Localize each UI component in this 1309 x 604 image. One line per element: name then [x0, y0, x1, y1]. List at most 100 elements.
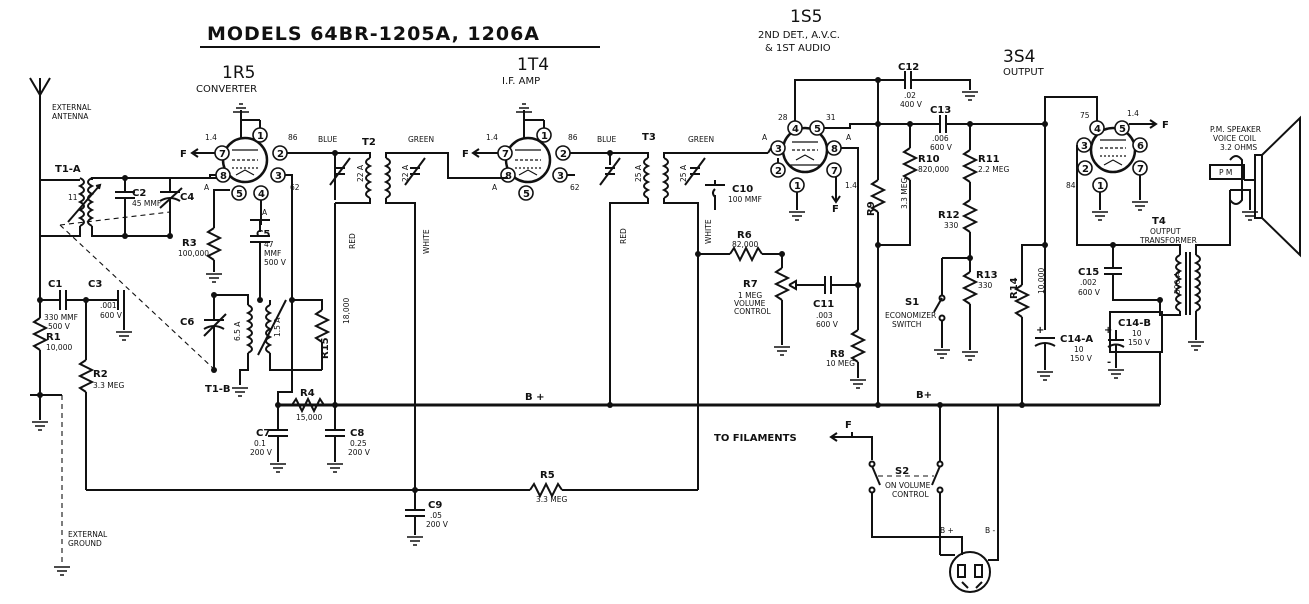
s2-line-2: CONTROL [892, 490, 929, 499]
v4-pin-annot-1: 75 [1080, 111, 1090, 120]
v1-pin-annot-3: 62 [290, 183, 300, 192]
speaker-line-3: 3.2 OHMS [1220, 143, 1257, 152]
resistor-r1: R1 10,000 [30, 300, 72, 431]
v1-filament-label: F [180, 149, 187, 160]
c12-value-2: 400 V [900, 100, 923, 109]
c12-label: C12 [898, 62, 919, 73]
v3-name: 1S5 [790, 7, 822, 27]
c14b-plus: + [1104, 325, 1112, 336]
battery-plug: B + B - [940, 405, 999, 593]
r10-value: 820,000 [918, 165, 949, 174]
t1b-coil-2: 1.5 A [273, 317, 282, 337]
v4-pin-4: 4 [1089, 120, 1105, 136]
c14a-plus: + [1036, 325, 1044, 336]
v3-pin-3: 3 [770, 140, 786, 156]
t4-value: 500 A [1173, 271, 1182, 294]
capacitor-c4: C4 [125, 177, 223, 236]
c14b-label: C14-B [1118, 318, 1151, 329]
v2-plate-wire [570, 152, 611, 165]
resistor-r12: R12 330 [938, 199, 979, 258]
capacitor-c7: C7 0.1 200 V [250, 405, 288, 473]
antenna-label-2: ANTENNA [52, 112, 89, 121]
capacitor-c6: C6 [180, 295, 227, 370]
t3-wire-red: RED [619, 228, 628, 244]
capacitor-c13: C13 .006 600 V [910, 105, 1045, 152]
svg-text:5: 5 [1119, 124, 1126, 135]
r11-value: 2.2 MEG [978, 165, 1010, 174]
ground-label-1: EXTERNAL [68, 530, 108, 539]
v1-pin-5: 5 [231, 185, 247, 201]
svg-text:8: 8 [505, 171, 512, 182]
capacitor-c9: C9 .05 200 V [405, 490, 449, 546]
svg-text:3: 3 [775, 144, 782, 155]
v4-function: OUTPUT [1003, 67, 1045, 78]
bplus-label-1: B + [525, 392, 544, 403]
c14a-value-1: 10 [1074, 345, 1084, 354]
r9-value: 3.3 MEG [900, 177, 909, 209]
c6-label: C6 [180, 317, 194, 328]
svg-text:4: 4 [1094, 124, 1101, 135]
v2-pin-annot-2: 86 [568, 133, 578, 142]
c2-value: 45 MMF [132, 199, 161, 208]
svg-text:2: 2 [560, 149, 567, 160]
r6-label: R6 [737, 230, 752, 241]
v1-pin-3: 3 [270, 167, 286, 183]
tube-v1 [221, 103, 269, 184]
c11-value-2: 600 V [816, 320, 839, 329]
potentiometer-r7: R7 1 MEG VOLUME CONTROL [734, 254, 815, 356]
r3-label: R3 [182, 238, 197, 249]
capacitor-c14b: + - C14-B 10 150 V [1104, 311, 1163, 379]
t2-coil-1: 22 A [356, 164, 365, 182]
pm-speaker: P.M. SPEAKER VOICE COIL 3.2 OHMS P M [1209, 115, 1301, 258]
c3-value-1: .001 [100, 301, 117, 310]
capacitor-c10: C10 100 MMF [705, 180, 762, 210]
v2-function: I.F. AMP [502, 76, 540, 87]
svg-text:2: 2 [775, 166, 782, 177]
c15-value-2: 600 V [1078, 288, 1101, 297]
v3-pin-8: 8 [826, 140, 842, 156]
v2-pin-3: 3 [552, 167, 568, 183]
v1-anode-label: A [204, 183, 210, 192]
r8-label: R8 [830, 349, 845, 360]
r15-label: R15 [320, 337, 331, 359]
v2-pin-annot-3: 62 [570, 183, 580, 192]
v4-name: 3S4 [1003, 47, 1035, 67]
c9-label: C9 [428, 500, 442, 511]
s2-line-1: ON VOLUME [885, 481, 931, 490]
transformer-t3: T3 BLUE GREEN RED WHITE 25 A 25 A [597, 132, 768, 490]
v3-function-2: & 1ST AUDIO [765, 43, 831, 54]
r1-value: 10,000 [46, 343, 72, 352]
v1-pin3-wire [285, 174, 293, 300]
svg-text:1: 1 [541, 131, 548, 142]
v2-name: 1T4 [517, 55, 549, 75]
c8-label: C8 [350, 428, 364, 439]
resistor-r8: R8 10 MEG [826, 175, 867, 389]
svg-text:1: 1 [794, 181, 801, 192]
c3-label: C3 [88, 279, 102, 290]
resistor-r13: R13 330 [942, 257, 998, 361]
t2-wire-red: RED [348, 233, 357, 249]
c4-label: C4 [180, 192, 194, 203]
svg-text:3: 3 [275, 171, 282, 182]
c7-value-1: 0.1 [254, 439, 266, 448]
resistor-r6: R6 82,000 [698, 230, 782, 263]
v1-plate-wire [287, 152, 336, 200]
svg-text:7: 7 [219, 149, 226, 160]
tube-v4 [1089, 126, 1137, 174]
v4-filament-label: F [1162, 120, 1169, 131]
resistor-r9: R9 3.3 MEG [866, 80, 909, 405]
filament-f-label: F [845, 420, 852, 431]
c9-value-1: .05 [430, 511, 442, 520]
svg-text:8: 8 [220, 171, 227, 182]
c7-label: C7 [256, 428, 270, 439]
t1b-coil-1: 6.5 A [233, 321, 242, 341]
s1-line-1: ECONOMIZER [885, 311, 936, 320]
v4-pin-6: 6 [1132, 137, 1148, 153]
c14b-value-1: 10 [1132, 329, 1142, 338]
t1a-coil-value: 11 [68, 193, 78, 202]
v2-filament-label: F [462, 149, 469, 160]
v1-pin-annot-1: 1.4 [205, 133, 217, 142]
capacitor-c5: C5 47 MMF 500 V [250, 219, 287, 300]
ground-label-2: GROUND [68, 539, 102, 548]
c11-value-1: .003 [816, 311, 833, 320]
